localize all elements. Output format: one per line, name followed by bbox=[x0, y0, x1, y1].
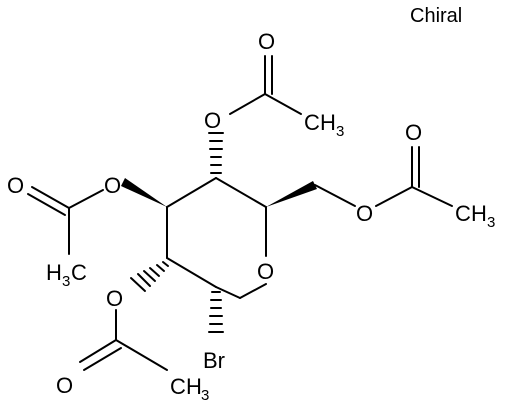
c1-br-hashed-bond bbox=[208, 291, 224, 333]
c6-carbonyl-oxygen-label: O bbox=[405, 120, 422, 145]
svg-text:C: C bbox=[455, 201, 471, 226]
pyranose-ring bbox=[166, 177, 267, 299]
c3-acetoxy bbox=[27, 178, 167, 255]
svg-text:3: 3 bbox=[62, 273, 70, 290]
svg-text:C: C bbox=[170, 374, 186, 399]
c3-carbonyl-oxygen-label: O bbox=[7, 173, 24, 198]
svg-text:C: C bbox=[304, 110, 320, 135]
c2-ester-oxygen-label: O bbox=[106, 286, 123, 311]
c2-acetoxy bbox=[79, 261, 169, 371]
svg-text:H: H bbox=[471, 201, 487, 226]
svg-text:H: H bbox=[320, 110, 336, 135]
c4-ester-oxygen-label: O bbox=[204, 108, 221, 133]
c3-methyl-label: H 3 C bbox=[46, 260, 87, 290]
svg-text:3: 3 bbox=[336, 123, 344, 140]
svg-text:3: 3 bbox=[201, 387, 209, 404]
svg-text:H: H bbox=[46, 260, 62, 285]
c2-methyl-label: C H 3 bbox=[170, 374, 209, 404]
svg-text:3: 3 bbox=[487, 214, 495, 231]
bromine-label: Br bbox=[203, 348, 225, 373]
svg-text:C: C bbox=[71, 260, 87, 285]
c4-acetoxy bbox=[208, 55, 302, 174]
chiral-label: Chiral bbox=[410, 5, 462, 27]
svg-text:H: H bbox=[186, 374, 202, 399]
c4-carbonyl-oxygen-label: O bbox=[258, 29, 275, 54]
c6-acetoxy bbox=[266, 146, 453, 207]
c6-methyl-label: C H 3 bbox=[455, 201, 495, 231]
c6-ester-oxygen-label: O bbox=[356, 201, 373, 226]
c2-carbonyl-oxygen-label: O bbox=[56, 373, 73, 398]
c3-ester-oxygen-label: O bbox=[104, 173, 121, 198]
c4-methyl-label: C H 3 bbox=[304, 110, 344, 140]
ring-oxygen-label: O bbox=[257, 259, 274, 284]
